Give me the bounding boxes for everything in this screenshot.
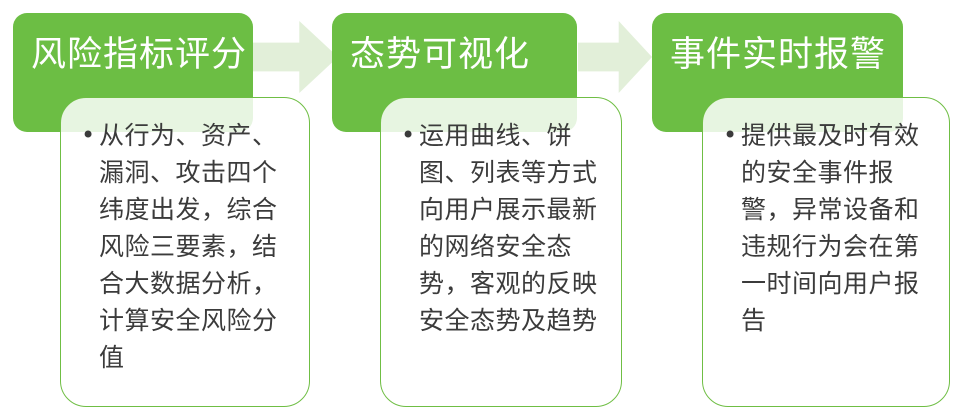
step-body-box-realtime-alert: • 提供最及时有效的安全事件报警，异常设备和违规行为会在第一时间向用户报告 (702, 97, 950, 407)
step-title: 事件实时报警 (670, 34, 887, 75)
flow-arrow-icon (578, 21, 652, 93)
step-body-text: 运用曲线、饼图、列表等方式向用户展示最新的网络安全态势，客观的反映安全态势及趋势 (419, 121, 598, 335)
flow-arrow-icon (252, 21, 338, 93)
step-title: 态势可视化 (350, 34, 531, 75)
step-title: 风险指标评分 (31, 34, 248, 75)
bullet-marker: • (401, 121, 416, 149)
step-body-text: 从行为、资产、漏洞、攻击四个纬度出发，综合风险三要素，结合大数据分析，计算安全风… (99, 121, 278, 372)
bullet-marker: • (723, 121, 738, 149)
bullet-marker: • (81, 121, 96, 149)
step-body-box-situation-visualization: • 运用曲线、饼图、列表等方式向用户展示最新的网络安全态势，客观的反映安全态势及… (380, 97, 622, 407)
step-body-text: 提供最及时有效的安全事件报警，异常设备和违规行为会在第一时间向用户报告 (741, 121, 920, 335)
step-body-box-risk-scoring: • 从行为、资产、漏洞、攻击四个纬度出发，综合风险三要素，结合大数据分析，计算安… (60, 97, 310, 407)
